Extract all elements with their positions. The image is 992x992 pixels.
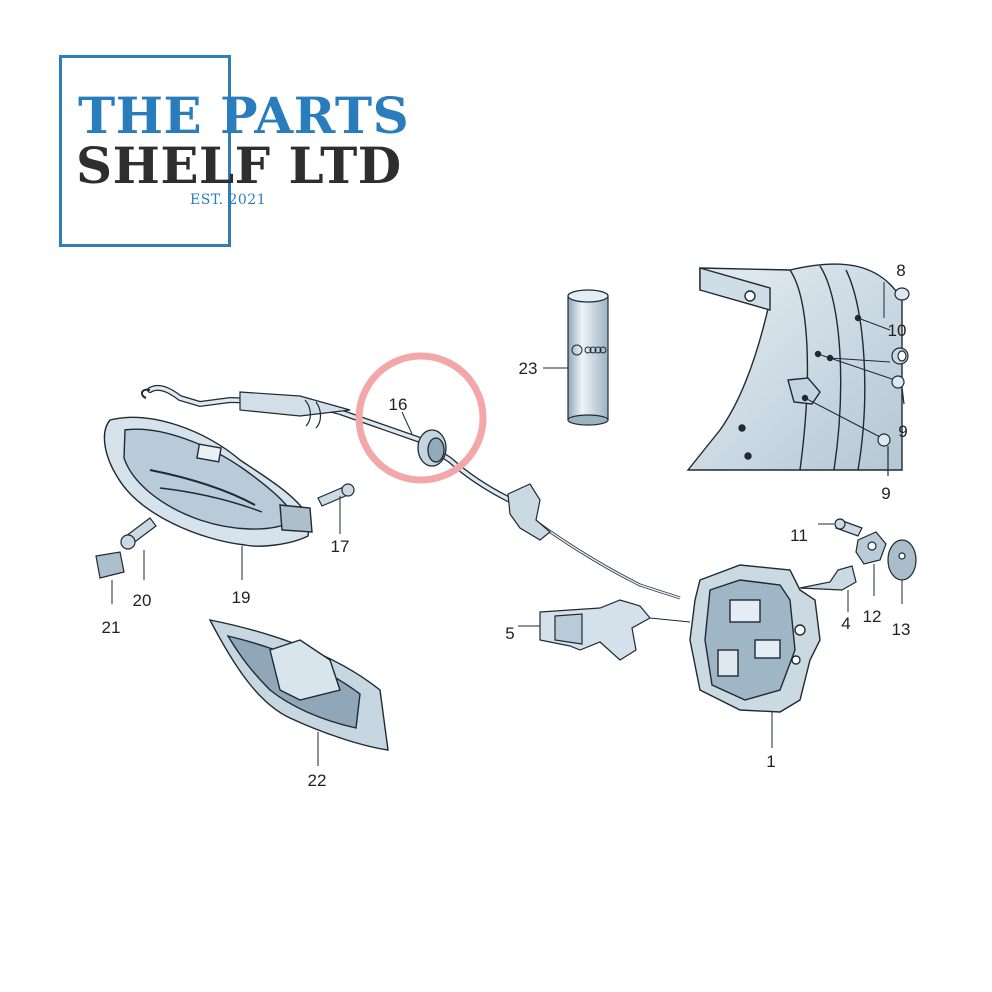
cap-21 bbox=[95, 551, 125, 604]
clip-8 bbox=[894, 287, 910, 301]
label-part-4: 4 bbox=[841, 614, 851, 633]
logo-established: EST. 2021 bbox=[190, 192, 267, 208]
label-part-16: 16 bbox=[388, 395, 408, 414]
logo-title-line1: THE PARTS bbox=[78, 86, 410, 145]
label-part-19: 19 bbox=[231, 588, 251, 607]
vw-emblem-icon bbox=[571, 344, 583, 356]
door-body-leader-lines bbox=[804, 282, 896, 439]
screw-11 bbox=[818, 518, 863, 537]
audi-rings-icon bbox=[584, 346, 607, 354]
cable-grommet bbox=[417, 429, 447, 467]
logo-frame bbox=[59, 55, 231, 247]
trim-22 bbox=[208, 619, 389, 766]
bolt-9-lower bbox=[877, 433, 891, 476]
plate-13 bbox=[887, 539, 917, 604]
container-23 bbox=[543, 289, 609, 426]
label-part-13: 13 bbox=[891, 620, 911, 639]
inner-handle-19 bbox=[103, 416, 313, 580]
label-part-22: 22 bbox=[307, 771, 327, 790]
cable-clip bbox=[507, 483, 551, 541]
leader-16 bbox=[401, 411, 413, 435]
label-part-17: 17 bbox=[330, 537, 350, 556]
bracket-5 bbox=[518, 599, 691, 661]
grommet-10 bbox=[891, 347, 909, 365]
label-part-1: 1 bbox=[766, 752, 776, 771]
plate-12 bbox=[855, 531, 887, 596]
door-body-panel bbox=[686, 263, 903, 471]
connector-4 bbox=[799, 565, 857, 612]
label-part-23: 23 bbox=[518, 359, 538, 378]
highlight-ring bbox=[355, 352, 487, 484]
label-part-8: 8 bbox=[896, 261, 906, 280]
label-part-11: 11 bbox=[790, 526, 808, 545]
label-part-9-lower: 9 bbox=[881, 484, 891, 503]
label-part-12: 12 bbox=[862, 607, 882, 626]
bolt-9-upper bbox=[891, 375, 905, 405]
label-part-10: 10 bbox=[887, 321, 907, 340]
screw-20 bbox=[120, 517, 157, 580]
logo-title-line2: SHELF LTD bbox=[76, 136, 402, 195]
screw-17 bbox=[317, 483, 355, 534]
door-lock-1 bbox=[689, 564, 821, 748]
label-part-9-upper: 9 bbox=[898, 422, 908, 441]
label-part-5: 5 bbox=[505, 624, 515, 643]
label-part-20: 20 bbox=[132, 591, 152, 610]
label-part-21: 21 bbox=[101, 618, 121, 637]
